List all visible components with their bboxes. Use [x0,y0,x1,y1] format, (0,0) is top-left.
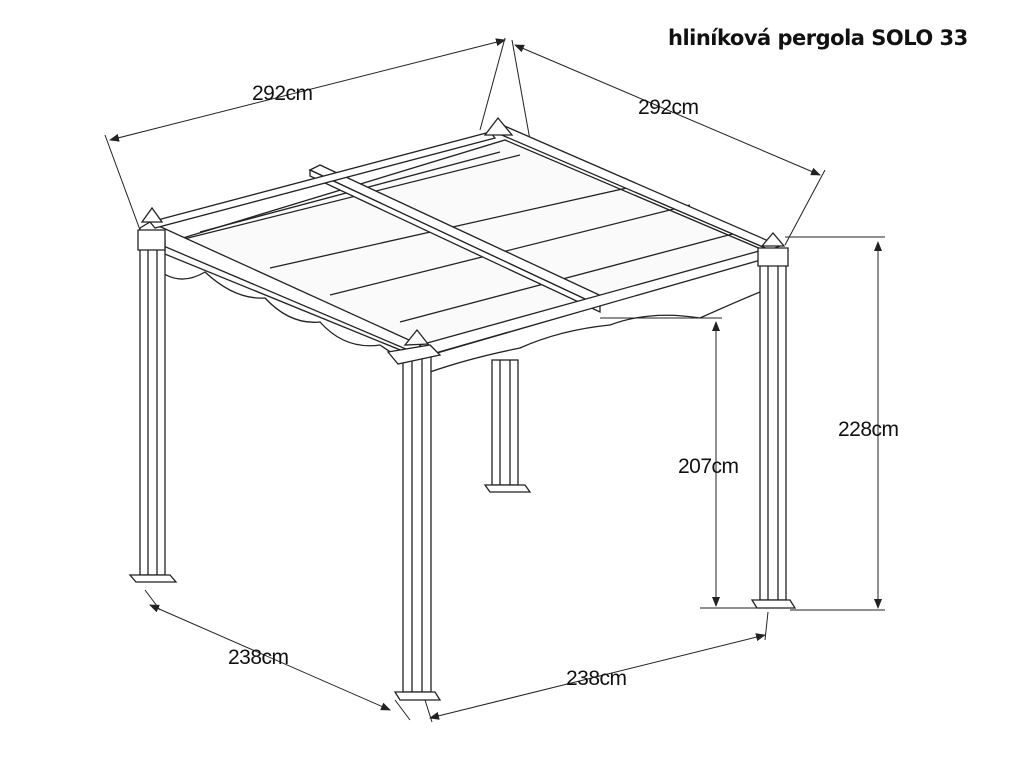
dim-height-total: 228cm [838,418,899,441]
post-back [483,359,532,493]
dim-base-left: 238cm [228,646,289,669]
dim-height-clear: 207cm [678,455,739,478]
dim-width-top-left: 292cm [252,82,313,105]
post-right [750,231,797,609]
diagram-title: hliníková pergola SOLO 33 [668,26,968,50]
dim-width-top-right: 292cm [638,96,699,119]
dim-base-right: 238cm [566,667,627,690]
roof [139,123,782,373]
post-back-left-cap [483,116,514,136]
post-front-left [128,206,178,583]
dimension-lines [104,37,885,723]
post-front [386,328,442,701]
